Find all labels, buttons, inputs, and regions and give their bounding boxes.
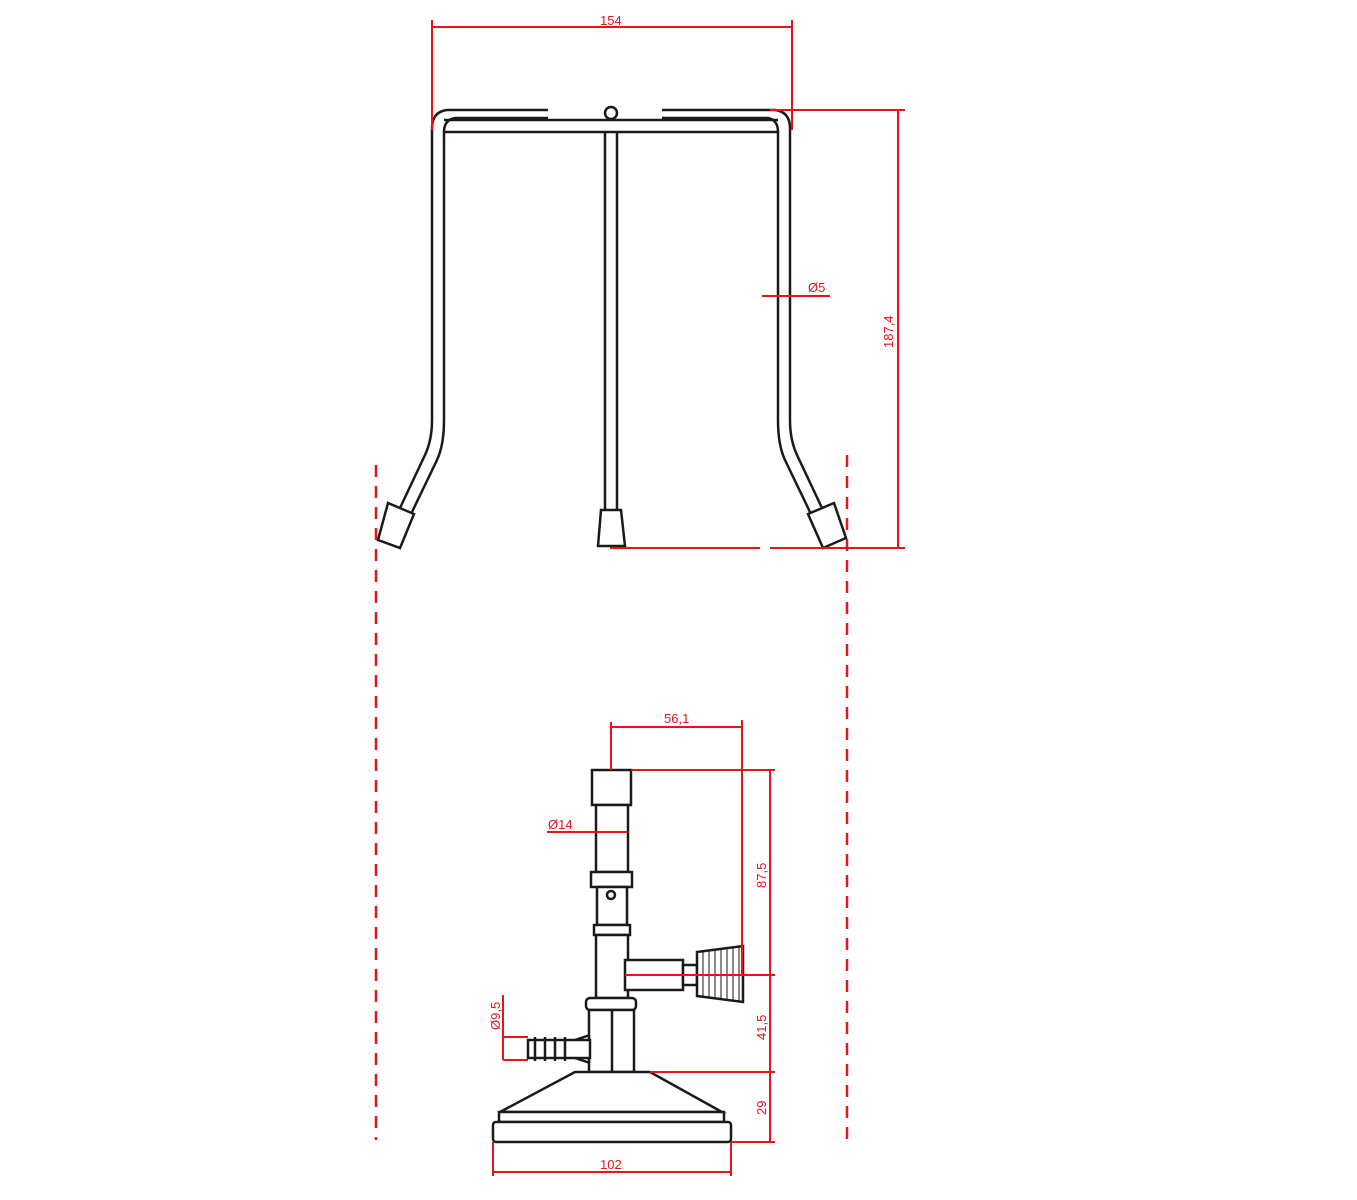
offset-label: 56,1	[664, 711, 689, 726]
center-foot	[596, 508, 627, 548]
stand-width-label: 154	[600, 13, 622, 28]
hose-diameter-label: Ø9,5	[488, 1002, 503, 1030]
right-foot	[806, 501, 848, 550]
stand-height-label: 187,4	[881, 315, 896, 348]
rod-diameter-label: Ø5	[808, 280, 825, 295]
tube-diameter-label: Ø14	[548, 817, 573, 832]
bunsen-burner	[491, 768, 745, 1144]
left-foot	[376, 501, 416, 550]
base-width-label: 102	[600, 1157, 622, 1172]
middle-height-label: 41,5	[754, 1015, 769, 1040]
hose-nozzle	[526, 1038, 592, 1060]
base-height-label: 29	[754, 1101, 769, 1115]
burner-dimensions: 56,1 87,5 41,5 29 Ø14 Ø9,5 102	[488, 711, 775, 1176]
upper-height-label: 87,5	[754, 863, 769, 888]
tripod-stand	[376, 105, 848, 550]
stand-dimensions: 154 187,4 Ø5	[431, 13, 905, 549]
